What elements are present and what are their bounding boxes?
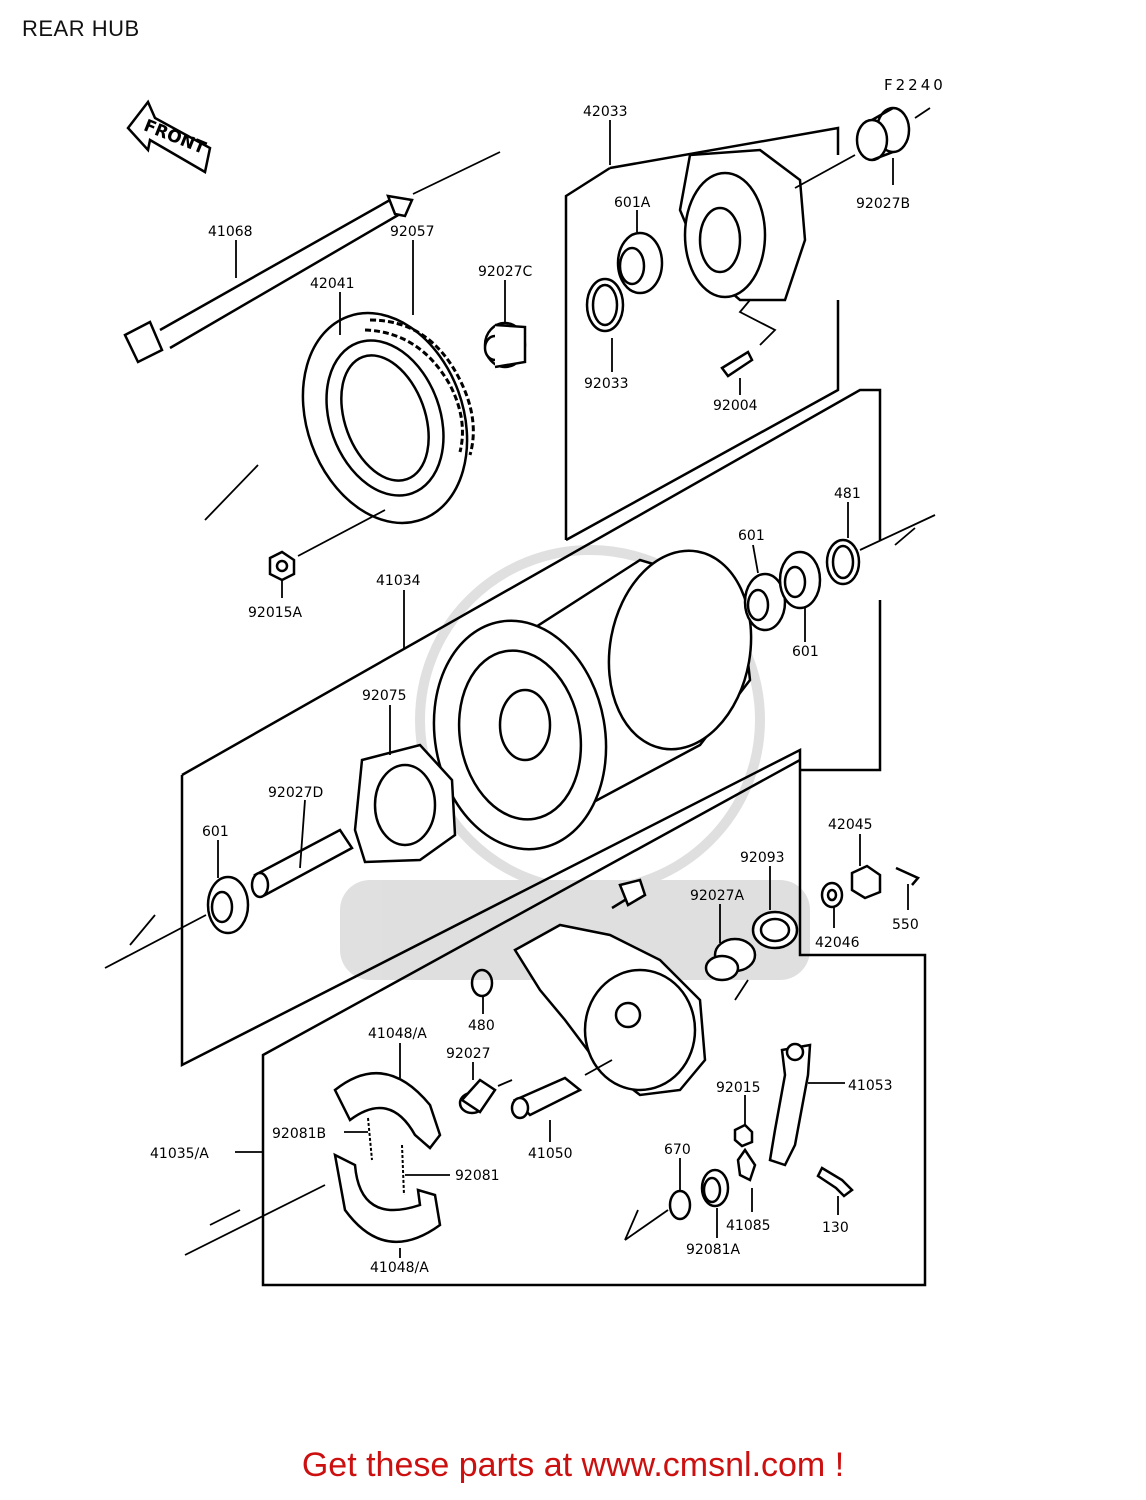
linkage-centerlines [184, 979, 749, 1256]
outline-41034-bottom [180, 747, 927, 1287]
spring-92081A [700, 1168, 730, 1208]
label-481: 481 [834, 486, 861, 502]
label-601-lower: 601 [792, 644, 819, 660]
sprocket-centerline [204, 464, 259, 521]
label-92033: 92033 [584, 376, 629, 392]
label-42033: 42033 [583, 104, 628, 120]
label-42041: 42041 [310, 276, 355, 292]
front-label: FRONT [141, 116, 209, 159]
label-92027: 92027 [446, 1046, 491, 1062]
outline-42033-top [609, 126, 840, 170]
label-92027A: 92027A [690, 888, 745, 904]
flange-hub-42033 [678, 148, 807, 302]
label-92027B: 92027B [856, 196, 910, 212]
label-41035A: 41035/A [150, 1146, 209, 1162]
outline-41034-right [800, 600, 882, 772]
label-41034: 41034 [376, 573, 421, 589]
collar-92027A [704, 937, 757, 982]
damper-92075 [353, 743, 457, 864]
label-92004: 92004 [713, 398, 758, 414]
cotter-pin-550 [895, 866, 921, 886]
label-92015A: 92015A [248, 605, 303, 621]
label-41048A-top: 41048/A [368, 1026, 427, 1042]
nut-92015A-leader [297, 509, 386, 557]
circlip-92033 [585, 277, 625, 333]
label-550: 550 [892, 917, 919, 933]
label-leaders [217, 120, 909, 1258]
bearing-601-left [206, 875, 250, 935]
sprocket-42041 [301, 311, 469, 525]
bearing-601-right-b [778, 550, 822, 610]
label-41053: 41053 [848, 1078, 893, 1094]
indicator-41085 [736, 1147, 757, 1182]
washer-42046 [820, 881, 844, 909]
figure-code: F2240 [884, 76, 946, 94]
ring-670 [668, 1189, 692, 1221]
label-92027C: 92027C [478, 264, 533, 280]
label-41068: 41068 [208, 224, 253, 240]
label-480: 480 [468, 1018, 495, 1034]
label-92075: 92075 [362, 688, 407, 704]
label-92057: 92057 [390, 224, 435, 240]
wheel-hub-41034 [432, 549, 753, 851]
collar-92027B [855, 106, 911, 162]
label-92081A: 92081A [686, 1242, 741, 1258]
chain-92057 [364, 318, 475, 456]
outline-42033-bottom [565, 300, 840, 542]
cam-41050 [510, 1076, 583, 1120]
label-41048A-bottom: 41048/A [370, 1260, 429, 1276]
brake-shoe-bottom [333, 1152, 442, 1244]
brake-shoe-top [333, 1071, 442, 1150]
footer-link[interactable]: Get these parts at www.cmsnl.com ! [301, 1446, 845, 1484]
label-41050: 41050 [528, 1146, 573, 1162]
label-92093: 92093 [740, 850, 785, 866]
brake-panel [513, 923, 707, 1097]
cam-centerline [497, 1059, 613, 1087]
circlip-481 [825, 538, 861, 586]
label-92015: 92015 [716, 1080, 761, 1096]
part-labels: 42033 92027B 601A 41068 92057 42041 9202… [150, 104, 919, 1276]
bolt-top [611, 878, 647, 910]
label-41085: 41085 [726, 1218, 771, 1234]
nut-42045 [850, 864, 882, 900]
springs [367, 1117, 405, 1196]
collar-92093 [751, 910, 799, 950]
axle-41068 [123, 194, 414, 364]
bearing-92027C [483, 321, 527, 369]
label-130: 130 [822, 1220, 849, 1236]
assembly-outlines [180, 126, 927, 1287]
hub-centerline-left [104, 914, 207, 969]
ring-480 [470, 968, 494, 998]
stud-92004 [720, 350, 754, 378]
label-42046: 42046 [815, 935, 860, 951]
axle-centerline [412, 151, 501, 195]
outline-41034-top [181, 388, 882, 777]
front-arrow-icon: FRONT [126, 99, 212, 174]
bearing-601A [616, 231, 664, 295]
stud-92004-leader [738, 299, 777, 346]
collar-92027 [458, 1078, 497, 1115]
label-601-left: 601 [202, 824, 229, 840]
collar-92027D [250, 828, 354, 899]
label-42045: 42045 [828, 817, 873, 833]
label-601-upper: 601 [738, 528, 765, 544]
bearing-601-right-a [743, 572, 787, 632]
label-92027D: 92027D [268, 785, 323, 801]
outline-42033-left [564, 166, 611, 540]
page-title: REAR HUB [22, 16, 140, 41]
label-601A: 601A [614, 195, 651, 211]
bolt-130 [816, 1166, 854, 1198]
label-670: 670 [664, 1142, 691, 1158]
collar-92027B-centerline [794, 107, 931, 189]
label-92081: 92081 [455, 1168, 500, 1184]
brake-arm-41053 [768, 1042, 812, 1167]
nut-92015A [268, 550, 296, 582]
label-92081B: 92081B [272, 1126, 326, 1142]
hub-centerline-right [859, 514, 936, 551]
nut-92015 [733, 1123, 754, 1148]
